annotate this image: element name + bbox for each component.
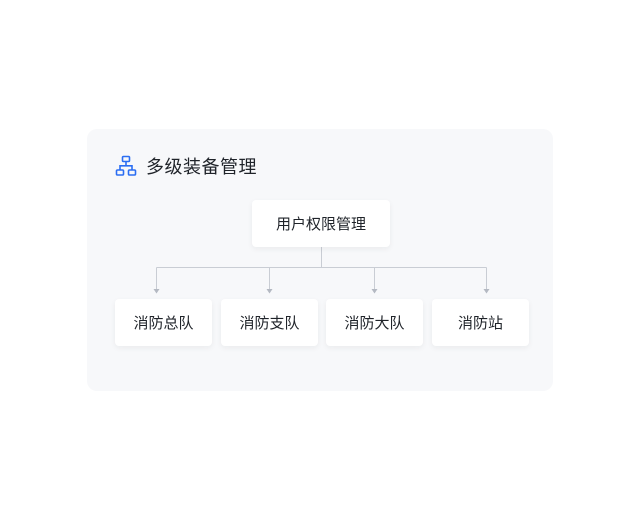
arrow-down-icon (483, 289, 490, 294)
card-title: 多级装备管理 (146, 157, 257, 178)
card-header: 多级装备管理 (115, 153, 257, 179)
child-node-fire-detachment: 消防支队 (221, 299, 318, 346)
arrow-down-icon (153, 289, 160, 294)
root-node-user-permission: 用户权限管理 (252, 200, 390, 247)
arrow-down-icon (266, 289, 273, 294)
child-node-fire-brigade: 消防大队 (326, 299, 423, 346)
org-chart-icon (115, 155, 137, 177)
child-node-fire-station: 消防站 (432, 299, 529, 346)
child-node-fire-corps: 消防总队 (115, 299, 212, 346)
arrow-down-icon (371, 289, 378, 294)
org-structure-card: 多级装备管理 用户权限管理 消防总队 消防支队 消防大队 消防站 (87, 129, 553, 391)
